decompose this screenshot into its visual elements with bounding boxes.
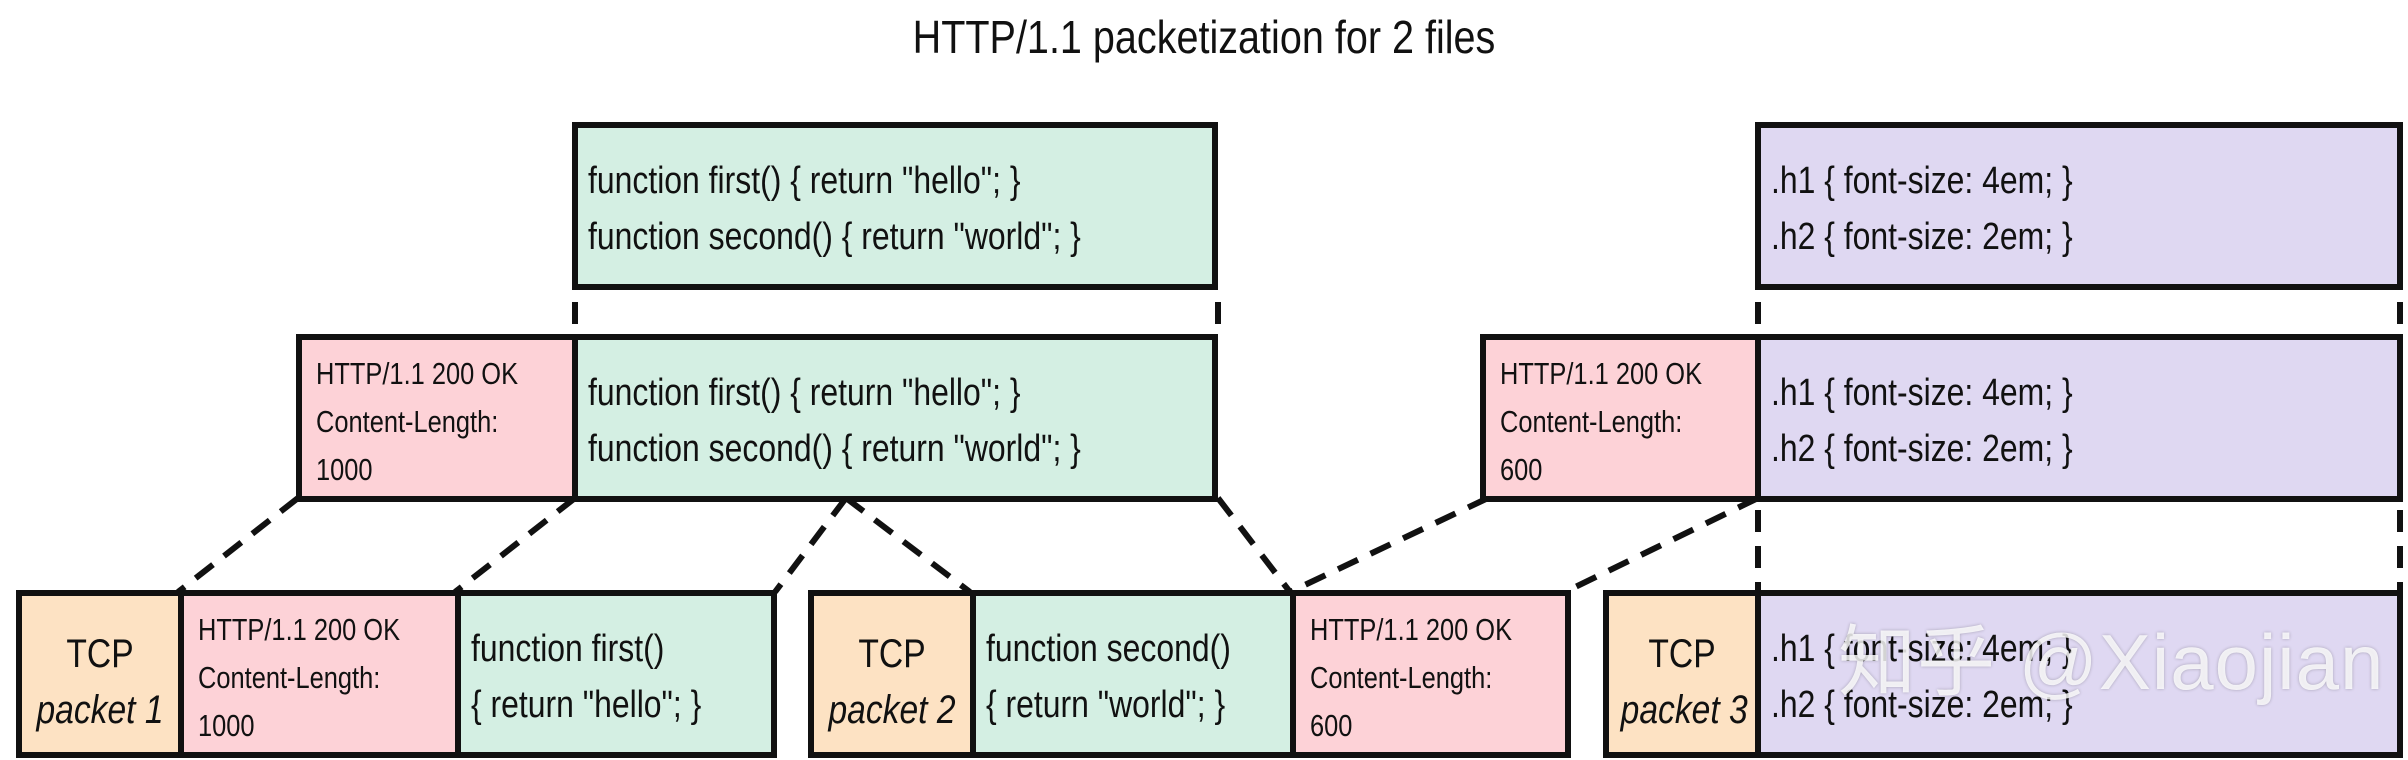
css-line-2: .h2 { font-size: 2em; } [1771, 216, 2073, 258]
packet-2-body-line-2: { return "world"; } [986, 684, 1226, 726]
packet-2-body: function second() { return "world"; } [970, 590, 1296, 758]
packet-1-tcp-label: TCP packet 1 [16, 590, 184, 758]
js-line-2: function second() { return "world"; } [588, 216, 1081, 258]
packet-2-header: HTTP/1.1 200 OK Content-Length: 600 [1290, 590, 1571, 758]
packet-1-body-line-1: function first() [471, 628, 665, 670]
packet-2-tcp-label: TCP packet 2 [808, 590, 976, 758]
css-body-line-1: .h1 { font-size: 4em; } [1771, 372, 2073, 414]
packet-2-header-length-label: Content-Length: [1310, 660, 1493, 695]
packet-3-body-line-2: .h2 { font-size: 2em; } [1771, 684, 2073, 726]
connector-p1-a [176, 495, 300, 595]
packet-2-header-status: HTTP/1.1 200 OK [1310, 612, 1513, 647]
js-body-line-2: function second() { return "world"; } [588, 428, 1081, 470]
packet-1-header-status: HTTP/1.1 200 OK [198, 612, 401, 647]
js-file-box: function first() { return "hello"; } fun… [572, 122, 1218, 290]
packet-3-body-line-1: .h1 { font-size: 4em; } [1771, 628, 2073, 670]
packet-3-tcp-label: TCP packet 3 [1603, 590, 1761, 758]
css-line-1: .h1 { font-size: 4em; } [1771, 160, 2073, 202]
js-response-header: HTTP/1.1 200 OK Content-Length: 1000 [296, 334, 581, 502]
packet-3-tcp: TCP [1648, 632, 1716, 676]
css-file-box: .h1 { font-size: 4em; } .h2 { font-size:… [1755, 122, 2403, 290]
js-response-body: function first() { return "hello"; } fun… [572, 334, 1218, 502]
css-header-length-value: 600 [1500, 452, 1543, 487]
packet-1-body: function first() { return "hello"; } [455, 590, 777, 758]
css-header-length-label: Content-Length: [1500, 404, 1683, 439]
css-response-body: .h1 { font-size: 4em; } .h2 { font-size:… [1755, 334, 2403, 502]
diagram-title: HTTP/1.1 packetization for 2 files [912, 11, 1496, 63]
packet-1-body-line-2: { return "hello"; } [471, 684, 702, 726]
css-body-line-2: .h2 { font-size: 2em; } [1771, 428, 2073, 470]
js-header-length-label: Content-Length: [316, 404, 499, 439]
connector-p1-c [772, 496, 849, 594]
packet-2-name: packet 2 [828, 688, 956, 732]
js-line-1: function first() { return "hello"; } [588, 160, 1021, 202]
connector-p1-b [453, 495, 577, 595]
packet-1-header: HTTP/1.1 200 OK Content-Length: 1000 [178, 590, 461, 758]
connector-p2-a [844, 495, 972, 595]
js-header-length-value: 1000 [316, 452, 373, 487]
js-body-line-1: function first() { return "hello"; } [588, 372, 1021, 414]
connector-p2-d [1563, 495, 1760, 595]
connector-p2-c [1288, 495, 1490, 595]
packet-1-header-length-value: 1000 [198, 708, 255, 743]
js-header-status: HTTP/1.1 200 OK [316, 356, 519, 391]
css-header-status: HTTP/1.1 200 OK [1500, 356, 1703, 391]
packet-2-header-length-value: 600 [1310, 708, 1353, 743]
packet-2-body-line-1: function second() [986, 628, 1231, 670]
css-response-header: HTTP/1.1 200 OK Content-Length: 600 [1480, 334, 1764, 502]
packet-3-body: .h1 { font-size: 4em; } .h2 { font-size:… [1755, 590, 2403, 758]
watermark: 知乎 @Xiaojian [1838, 618, 2385, 706]
packet-1-tcp: TCP [66, 632, 134, 676]
packet-3-name: packet 3 [1620, 688, 1748, 732]
connector-p2-b [1215, 496, 1293, 594]
packet-1-header-length-label: Content-Length: [198, 660, 381, 695]
packet-2-tcp: TCP [858, 632, 926, 676]
packet-1-name: packet 1 [36, 688, 164, 732]
